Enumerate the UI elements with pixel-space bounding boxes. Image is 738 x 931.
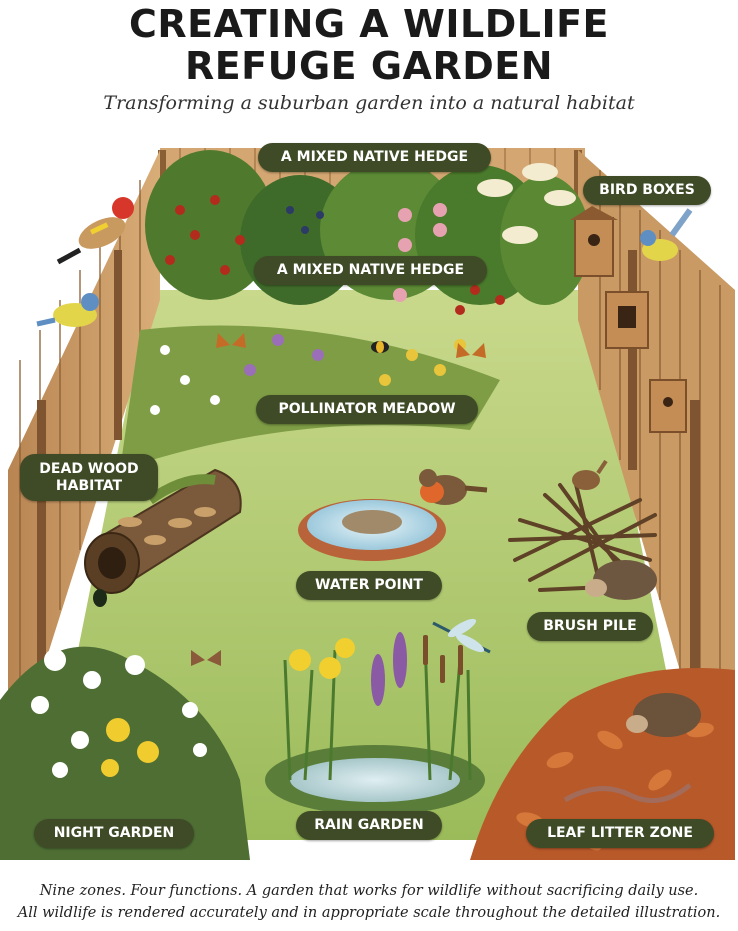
label-leaf-litter-zone: LEAF LITTER ZONE (526, 819, 714, 848)
blue-tit (36, 293, 99, 327)
leaf-litter (470, 668, 735, 860)
bird-box (649, 379, 687, 433)
label-brush-pile: BRUSH PILE (527, 612, 653, 641)
title-line-1: CREATING A WILDLIFE (128, 2, 610, 46)
label-pollinator-meadow: POLLINATOR MEADOW (256, 395, 478, 424)
night-garden (0, 646, 250, 860)
goldfinch (56, 197, 134, 265)
label-night-garden: NIGHT GARDEN (34, 819, 194, 848)
birdbath (298, 499, 446, 561)
label-water-point: WATER POINT (296, 571, 442, 600)
label-rain-garden: RAIN GARDEN (296, 811, 442, 840)
dragonfly (432, 618, 491, 654)
garden-illustration (0, 148, 735, 860)
label-bird-boxes: BIRD BOXES (583, 176, 711, 205)
bee (371, 341, 389, 353)
robin (419, 469, 488, 505)
wren (572, 459, 608, 490)
label-native-hedge-top: A MIXED NATIVE HEDGE (258, 143, 491, 172)
label-dead-wood-habitat: DEAD WOOD HABITAT (20, 454, 158, 501)
bird-box (605, 291, 649, 349)
label-native-hedge-mid: A MIXED NATIVE HEDGE (254, 256, 487, 285)
hedgehog (585, 560, 657, 600)
bird-box (570, 206, 618, 277)
blue-tit (640, 208, 693, 261)
butterfly (191, 333, 486, 666)
rain-garden (265, 632, 485, 815)
footer-line-2: All wildlife is rendered accurately and … (17, 905, 721, 921)
footer-line-1: Nine zones. Four functions. A garden tha… (39, 883, 699, 899)
subtitle: Transforming a suburban garden into a na… (103, 92, 635, 114)
native-hedge (145, 150, 590, 315)
title-line-2: REFUGE GARDEN (184, 44, 554, 88)
dead-wood-log (84, 468, 242, 607)
